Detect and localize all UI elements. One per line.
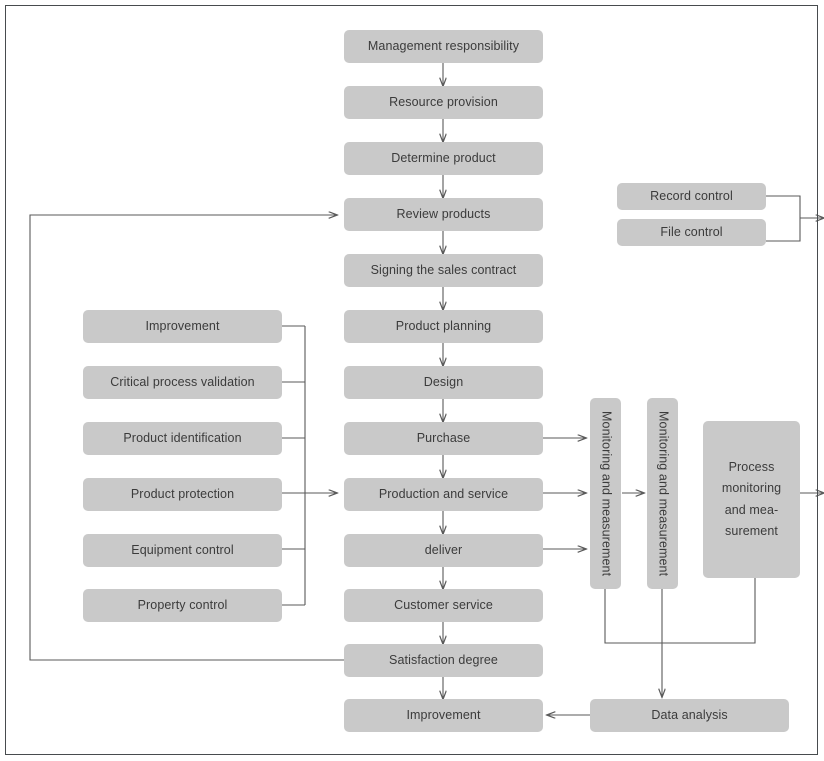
node-process-monitoring-and-measurement[interactable]: Process monitoring and mea- surement <box>703 421 800 578</box>
node-equipment-control[interactable]: Equipment control <box>83 534 282 567</box>
node-monitoring-and-measurement-1[interactable]: Monitoring and measurement <box>590 398 621 589</box>
node-management-responsibility[interactable]: Management responsibility <box>344 30 543 63</box>
node-monitoring-and-measurement-2[interactable]: Monitoring and measurement <box>647 398 678 589</box>
node-critical-process-validation[interactable]: Critical process validation <box>83 366 282 399</box>
node-improvement-main[interactable]: Improvement <box>344 699 543 732</box>
node-customer-service[interactable]: Customer service <box>344 589 543 622</box>
process-monitoring-line-1: Process <box>728 460 775 474</box>
node-file-control[interactable]: File control <box>617 219 766 246</box>
node-data-analysis[interactable]: Data analysis <box>590 699 789 732</box>
monitoring-bottom-bus <box>604 578 756 644</box>
node-purchase[interactable]: Purchase <box>344 422 543 455</box>
node-resource-provision[interactable]: Resource provision <box>344 86 543 119</box>
node-property-control[interactable]: Property control <box>83 589 282 622</box>
process-monitoring-line-3: and mea- <box>724 502 779 517</box>
node-determine-product[interactable]: Determine product <box>344 142 543 175</box>
node-improvement[interactable]: Improvement <box>83 310 282 343</box>
merge-record-file-control <box>766 195 801 242</box>
node-signing-the-sales-contract[interactable]: Signing the sales contract <box>344 254 543 287</box>
node-product-protection[interactable]: Product protection <box>83 478 282 511</box>
node-product-identification[interactable]: Product identification <box>83 422 282 455</box>
node-record-control[interactable]: Record control <box>617 183 766 210</box>
node-deliver[interactable]: deliver <box>344 534 543 567</box>
node-satisfaction-degree[interactable]: Satisfaction degree <box>344 644 543 677</box>
feedback-satisfaction-to-review <box>29 215 344 661</box>
node-review-products[interactable]: Review products <box>344 198 543 231</box>
node-design[interactable]: Design <box>344 366 543 399</box>
process-monitoring-line-2: monitoring <box>721 481 782 496</box>
process-monitoring-line-4: surement <box>725 523 778 538</box>
node-production-and-service[interactable]: Production and service <box>344 478 543 511</box>
node-product-planning[interactable]: Product planning <box>344 310 543 343</box>
